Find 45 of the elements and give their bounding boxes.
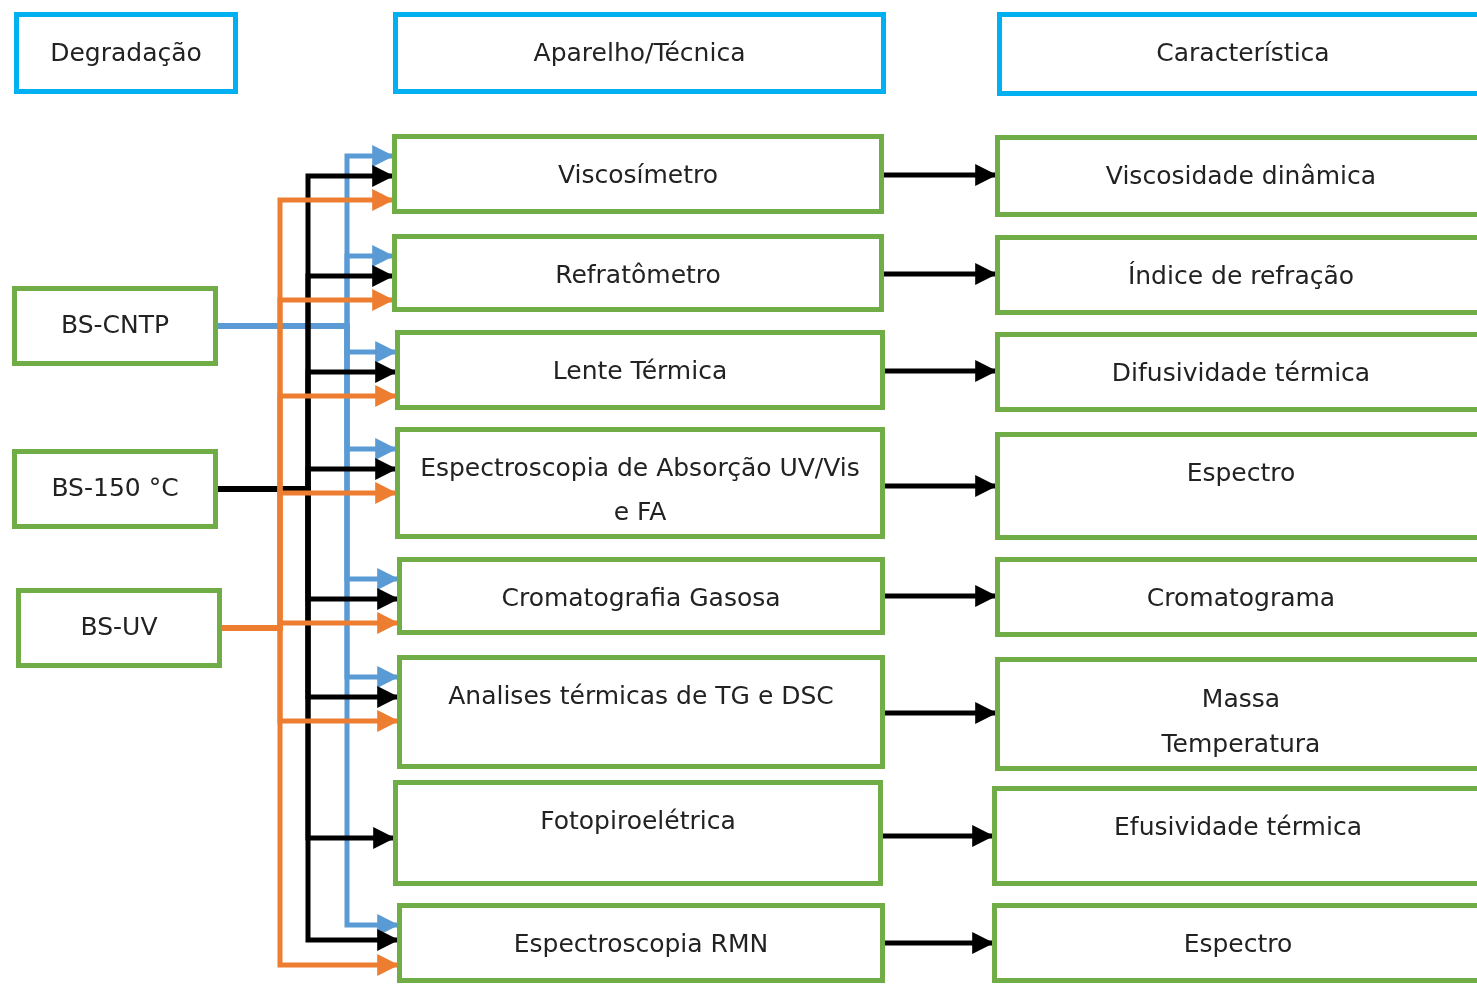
box-label: Efusividade térmica [1114,811,1362,843]
box-label: Cromatografia Gasosa [501,582,781,614]
box-label: Fotopiroelétrica [540,805,736,837]
process-box [392,234,884,312]
process-box [397,557,885,635]
box-label: Cromatograma [1146,582,1336,614]
process-box [395,330,885,410]
process-box [395,427,885,539]
box-label: Degradação [50,37,202,69]
box-label: Viscosidade dinâmica [1105,160,1377,192]
box-label: Espectro [1186,457,1296,489]
process-box [397,903,885,983]
process-box [995,235,1477,315]
header-box [14,12,238,94]
process-box [995,657,1477,771]
source-box [12,286,218,366]
process-box [392,134,884,214]
box-label: Temperatura [1161,728,1321,760]
box-label: BS-CNTP [60,309,170,342]
process-box [393,780,883,886]
process-box [995,332,1477,412]
box-label: Espectro [1183,928,1293,960]
box-label: Característica [1156,37,1330,69]
box-label: Difusividade térmica [1111,357,1371,389]
box-label: Analises térmicas de TG e DSC [448,680,834,712]
box-label: Espectroscopia de Absorção UV/Vis e FA [419,452,861,528]
box-label: Massa [1201,683,1281,715]
header-box [997,12,1477,96]
box-label: BS-UV [80,611,158,644]
process-box [992,786,1477,886]
box-label: Lente Térmica [552,355,728,387]
process-box [995,557,1477,637]
box-label: Aparelho/Técnica [533,37,746,69]
header-box [393,12,886,94]
source-box [12,449,218,529]
process-box [995,432,1477,540]
process-box [397,655,885,769]
box-label: Índice de refração [1127,260,1355,292]
box-label: BS-150 °C [51,472,179,505]
box-label: Viscosímetro [557,159,719,191]
source-box [16,588,222,668]
process-box [992,903,1477,983]
box-label: Espectroscopia RMN [513,928,769,960]
process-box [995,135,1477,217]
box-label: Refratômetro [555,259,721,291]
